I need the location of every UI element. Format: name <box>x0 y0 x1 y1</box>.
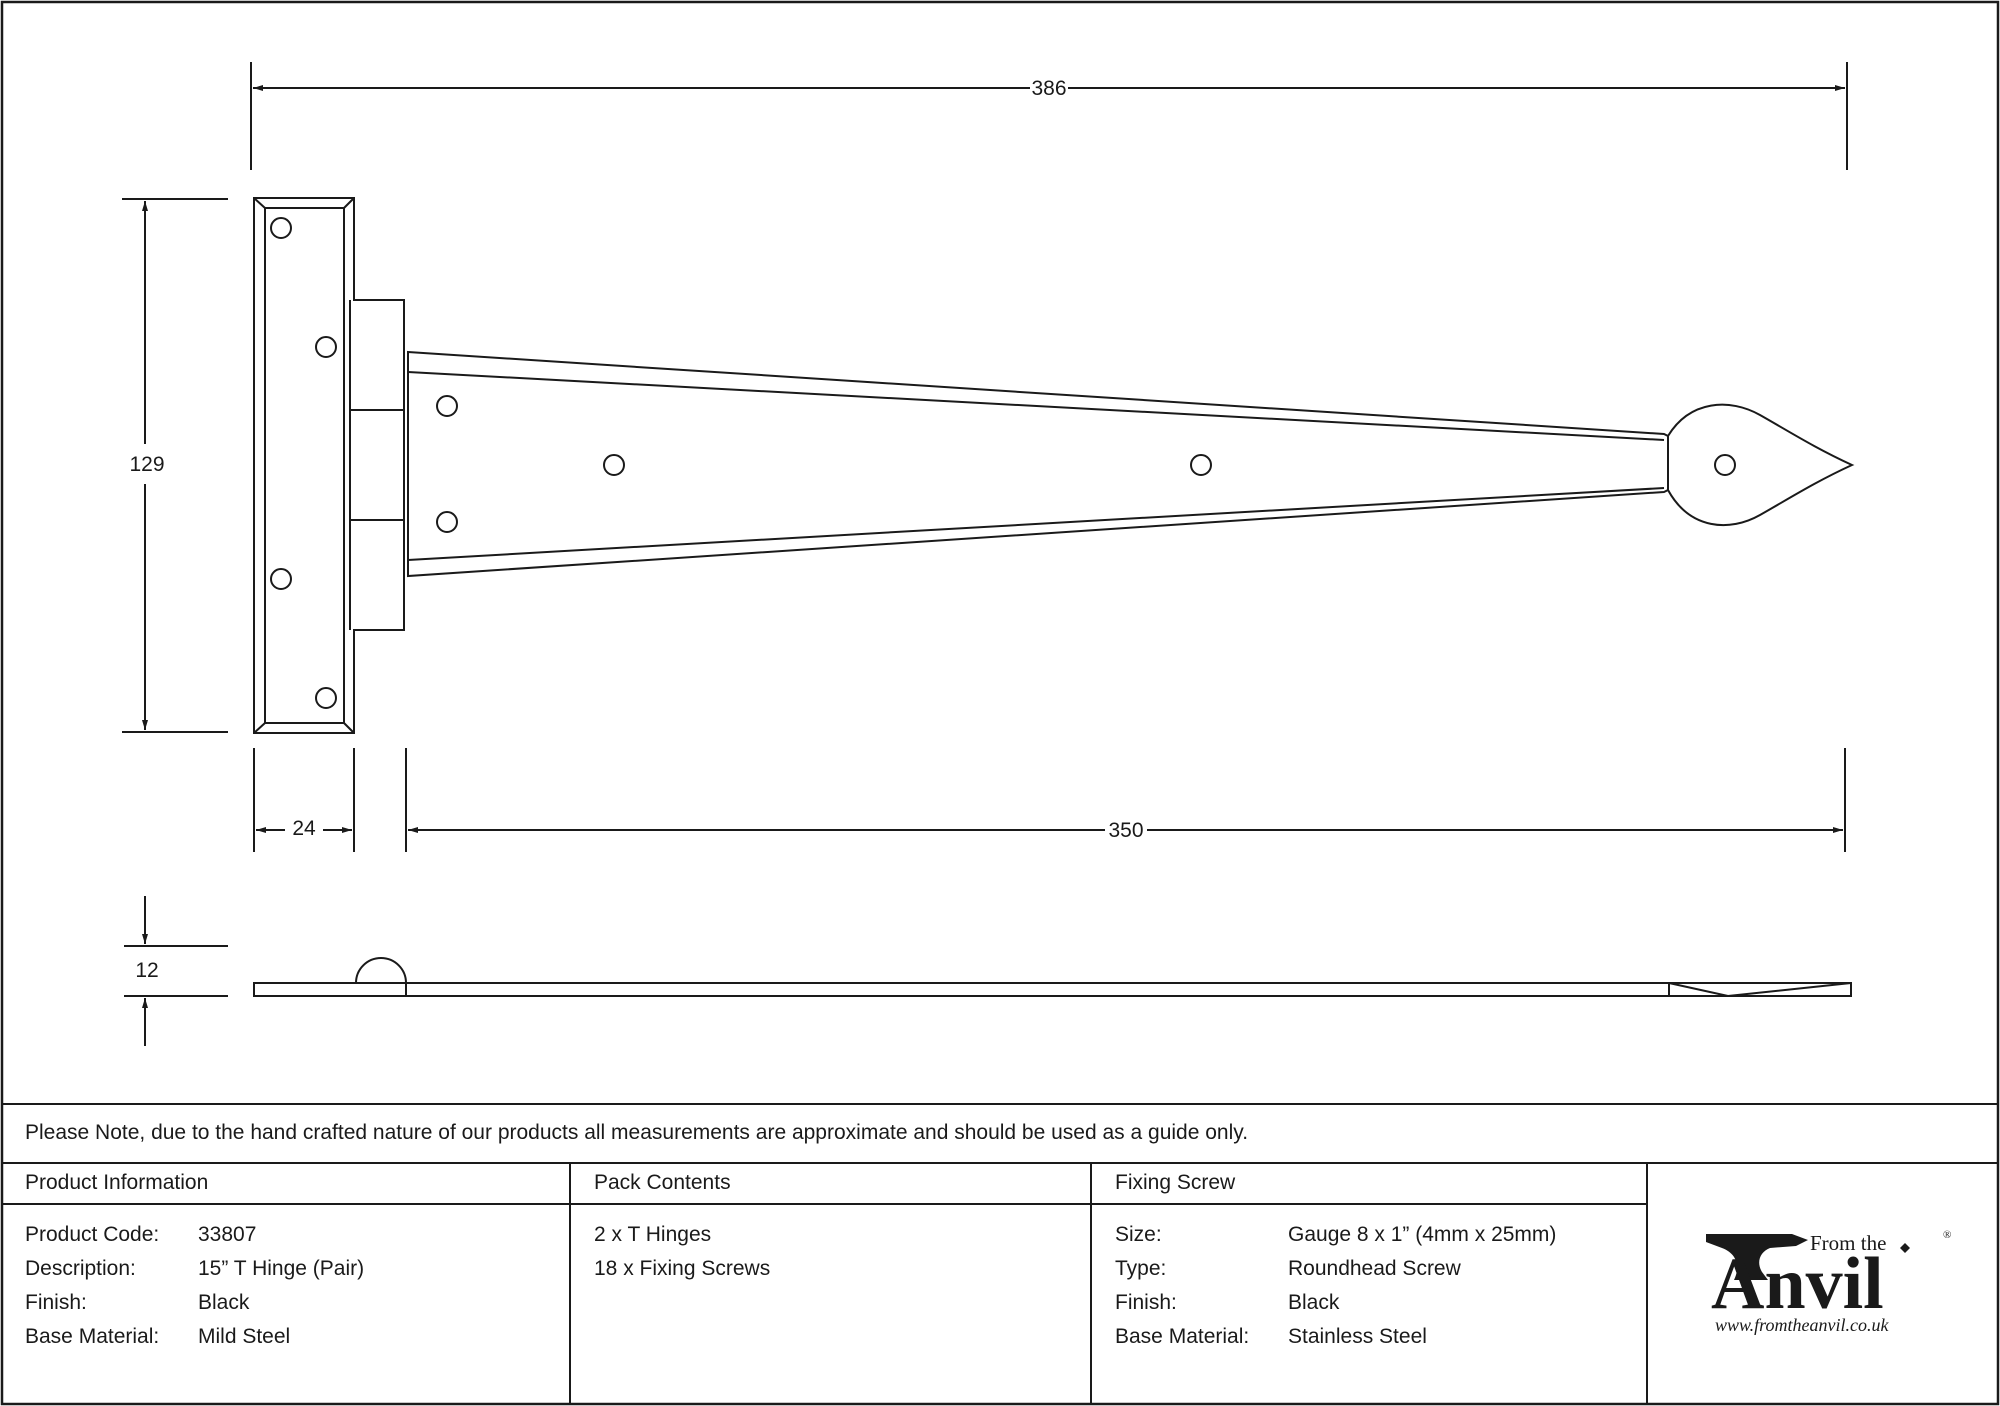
fixing-screw-row: Base Material: Stainless Steel <box>1115 1320 1556 1354</box>
fixing-screw-key: Base Material: <box>1115 1325 1250 1348</box>
logo-registered-mark: ® <box>1943 1229 1952 1241</box>
diamond-icon <box>1900 1243 1910 1253</box>
pack-contents-list: 2 x T Hinges 18 x Fixing Screws <box>594 1218 770 1286</box>
product-info-row: Product Code: 33807 <box>25 1218 364 1252</box>
product-info-key: Finish: <box>25 1291 87 1314</box>
fixing-screw-row: Type: Roundhead Screw <box>1115 1252 1556 1286</box>
fixing-screw-key: Finish: <box>1115 1291 1177 1314</box>
fixing-screw-key: Type: <box>1115 1257 1167 1280</box>
product-info-key: Base Material: <box>25 1325 160 1348</box>
dimension-label-strap-length: 350 <box>1108 819 1143 842</box>
fixing-screw-row: Size: Gauge 8 x 1” (4mm x 25mm) <box>1115 1218 1556 1252</box>
info-table-grid <box>2 1103 1998 1404</box>
product-information-heading: Product Information <box>25 1171 209 1194</box>
dimension-height <box>122 198 228 733</box>
hinge-side-view <box>253 957 1852 998</box>
brand-logo: From the ® Anvil www.fromtheanvil.co.uk <box>1645 1213 1965 1343</box>
product-info-value: 15” T Hinge (Pair) <box>198 1257 365 1280</box>
product-info-row: Description: 15” T Hinge (Pair) <box>25 1252 364 1286</box>
fixing-screw-key: Size: <box>1115 1223 1162 1246</box>
fixing-screw-value: Roundhead Screw <box>1288 1257 1461 1280</box>
dimension-label-overall: 386 <box>1031 77 1066 100</box>
fixing-screw-heading: Fixing Screw <box>1115 1171 1236 1194</box>
product-info-value: 33807 <box>198 1223 257 1246</box>
dimension-strap-width <box>253 748 355 852</box>
product-info-key: Product Code: <box>25 1223 160 1246</box>
dimension-label-strap-width: 24 <box>292 817 316 840</box>
dimension-overall-length <box>250 62 1848 170</box>
product-info-key: Description: <box>25 1257 136 1280</box>
product-info-value: Black <box>198 1291 250 1314</box>
pack-contents-item: 18 x Fixing Screws <box>594 1257 771 1280</box>
logo-anvil-wordmark: Anvil <box>1711 1243 1884 1325</box>
dimension-label-thickness: 12 <box>135 959 158 982</box>
pack-contents-heading: Pack Contents <box>594 1171 731 1194</box>
dimension-label-height: 129 <box>129 453 164 476</box>
product-info-value: Mild Steel <box>198 1325 291 1348</box>
product-info-row: Base Material: Mild Steel <box>25 1320 364 1354</box>
fixing-screw-value: Black <box>1288 1291 1340 1314</box>
logo-url: www.fromtheanvil.co.uk <box>1715 1315 1889 1335</box>
dimension-strap-length <box>405 748 1846 852</box>
product-info-row: Finish: Black <box>25 1286 364 1320</box>
disclaimer-note: Please Note, due to the hand crafted nat… <box>25 1121 1249 1144</box>
fixing-screw-list: Size: Gauge 8 x 1” (4mm x 25mm) Type: Roun… <box>1115 1218 1556 1354</box>
anvil-icon <box>1706 1234 1808 1280</box>
fixing-screw-row: Finish: Black <box>1115 1286 1556 1320</box>
logo-from-the: From the <box>1810 1231 1887 1255</box>
product-information-list: Product Code: 33807 Description: 15” T Hin… <box>25 1218 364 1354</box>
hinge-plan-view <box>253 197 1855 734</box>
fixing-screw-value: Gauge 8 x 1” (4mm x 25mm) <box>1288 1223 1557 1246</box>
fixing-screw-value: Stainless Steel <box>1288 1325 1427 1348</box>
pack-contents-item: 2 x T Hinges <box>594 1223 712 1246</box>
dimension-thickness <box>124 896 228 1046</box>
